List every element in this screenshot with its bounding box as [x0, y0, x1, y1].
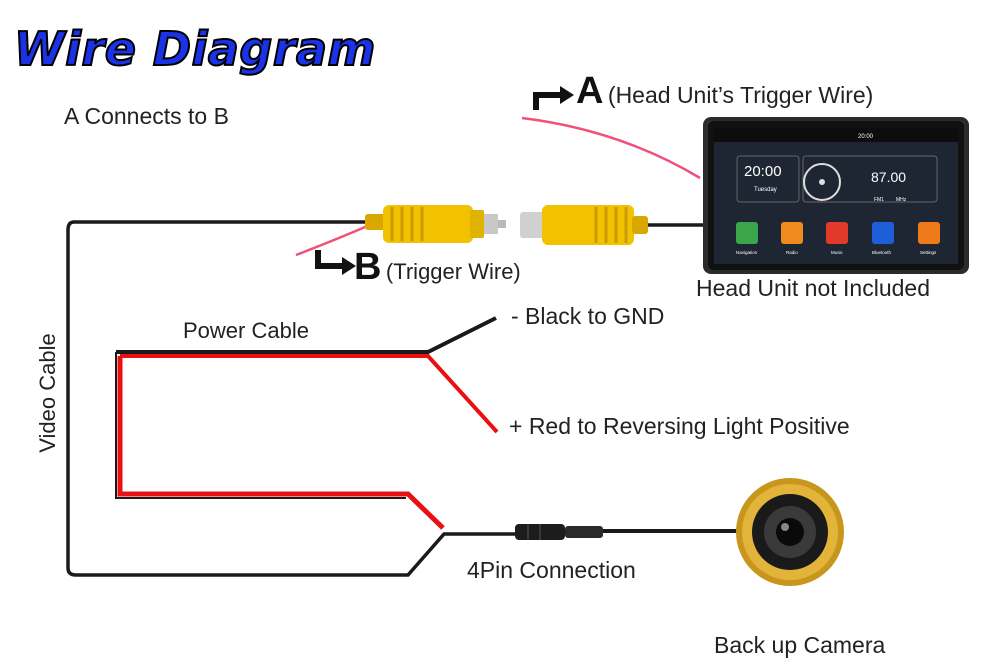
connector-b-letter: B	[354, 246, 382, 288]
rca-male-plug	[365, 205, 506, 243]
hu-status-time: 20:00	[858, 134, 874, 140]
connector-b-text: (Trigger Wire)	[385, 259, 521, 284]
connector-a-label: A (Head Unit’s Trigger Wire)	[576, 70, 873, 113]
page-title: Wire Diagram	[13, 21, 376, 77]
video-cable-wire	[66, 220, 520, 577]
hu-app-label-radio: Radio	[786, 250, 798, 255]
backup-camera	[736, 478, 844, 586]
arrow-b-icon	[315, 250, 344, 269]
hu-band: FM1	[874, 197, 884, 203]
power-cable-red	[117, 356, 445, 530]
hu-app-navigation-icon	[736, 222, 758, 244]
black-gnd-label: - Black to GND	[511, 303, 665, 329]
camera-label: Back up Camera	[714, 632, 886, 658]
hu-unit: MHz	[896, 197, 907, 203]
video-cable-label: Video Cable	[35, 333, 60, 453]
hu-app-bluetooth-icon	[872, 222, 894, 244]
power-cable-red-top	[120, 354, 499, 434]
rca-female-jack	[520, 205, 648, 245]
power-cable-label: Power Cable	[183, 318, 309, 343]
four-pin-connector	[515, 524, 603, 540]
hu-app-label-music: Music	[831, 250, 844, 255]
subtitle: A Connects to B	[64, 103, 229, 129]
hu-app-label-navigation: Navigation	[736, 250, 758, 255]
hu-app-label-bluetooth: Bluetooth	[872, 250, 892, 255]
hu-radio-freq: 87.00	[871, 169, 906, 185]
hu-clock: 20:00	[744, 163, 782, 180]
hu-app-settings-icon	[918, 222, 940, 244]
red-positive-label: + Red to Reversing Light Positive	[509, 413, 850, 439]
hu-app-radio-icon	[781, 222, 803, 244]
connector-a-text: (Head Unit’s Trigger Wire)	[607, 82, 874, 108]
hu-day: Tuesday	[754, 187, 777, 193]
head-unit-label: Head Unit not Included	[696, 275, 930, 301]
arrow-a-icon	[533, 92, 562, 110]
head-unit: 20:00 20:00 Tuesday 87.00 FM1 MHz Naviga…	[703, 117, 969, 274]
connector-b-label: B (Trigger Wire)	[354, 246, 521, 289]
trigger-wire-a	[521, 116, 701, 180]
power-cable-black	[116, 316, 497, 354]
hu-app-music-icon	[826, 222, 848, 244]
hu-app-label-settings: Settings	[920, 250, 937, 255]
connector-a-letter: A	[576, 70, 604, 112]
four-pin-label: 4Pin Connection	[467, 557, 636, 583]
